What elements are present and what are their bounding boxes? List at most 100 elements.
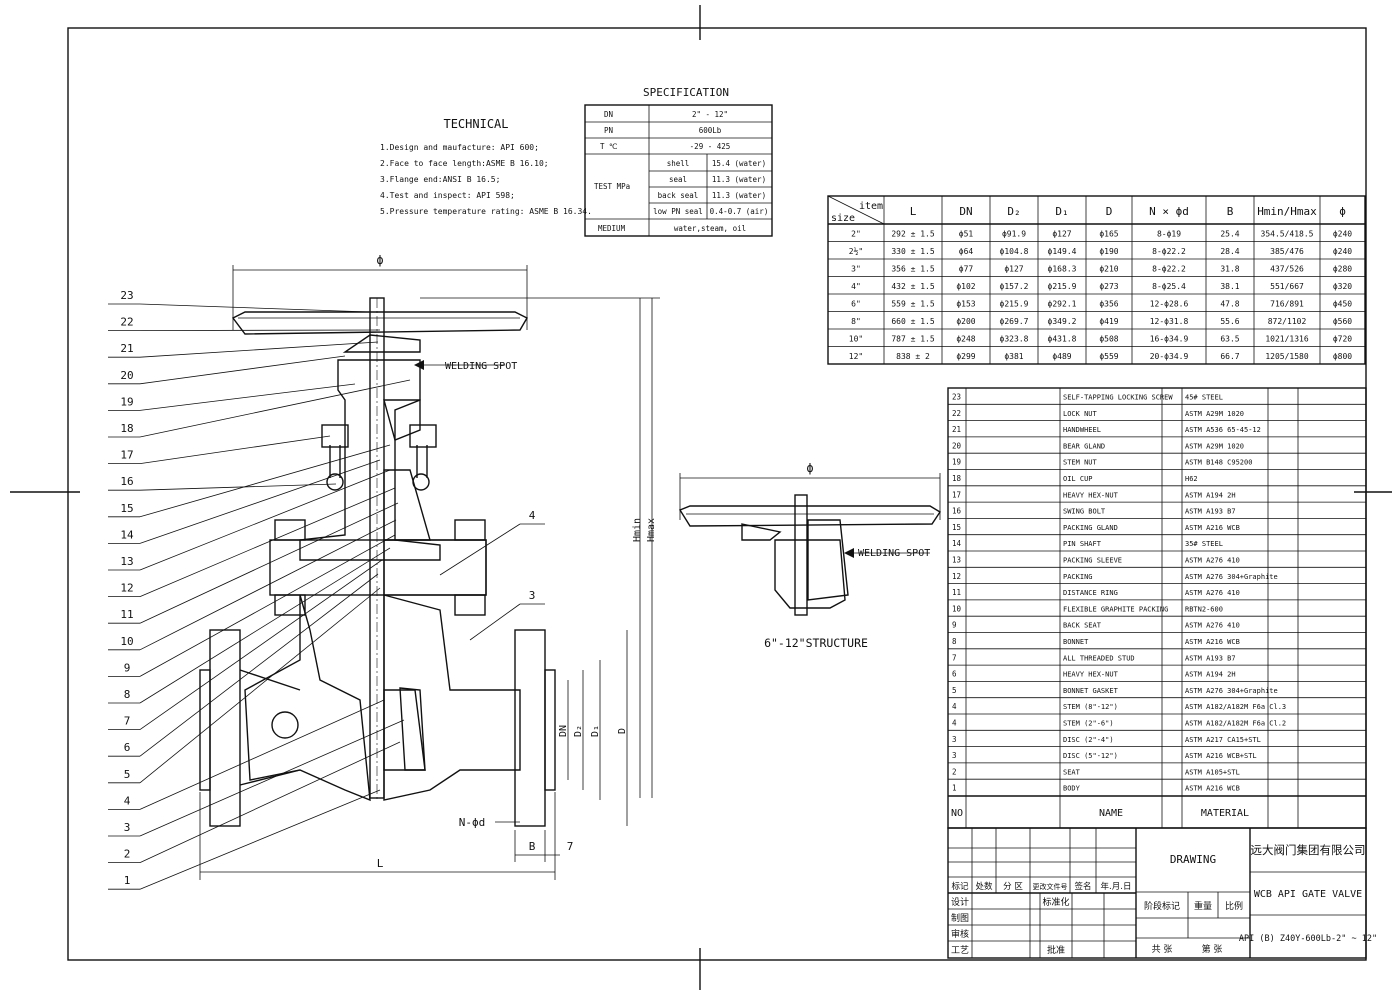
size-table-cell: 2" — [851, 230, 861, 239]
part-name: HEAVY HEX-NUT — [1063, 671, 1119, 679]
title-block: 标记 处数 分 区 更改文件号 签名 年.月.日 设计 制图 审核 工艺 标准化… — [947, 827, 1377, 959]
size-table-header: ϕ — [1339, 205, 1346, 218]
size-table-cell: 8-ϕ19 — [1157, 230, 1181, 239]
size-table-cell: ϕ560 — [1333, 317, 1352, 326]
part-name: BEAR GLAND — [1063, 442, 1105, 450]
leader-label: 16 — [120, 475, 133, 488]
leader-label: 20 — [120, 369, 133, 382]
part-number: 16 — [952, 507, 962, 516]
size-table-cell: 8-ϕ25.4 — [1152, 282, 1186, 291]
rev-header: 年.月.日 — [1101, 881, 1132, 892]
size-table-cell: ϕ240 — [1333, 230, 1352, 239]
part-material: ASTM A217 CA15+STL — [1185, 736, 1261, 744]
size-table-cell: ϕ800 — [1333, 352, 1352, 361]
part-name: ALL THREADED STUD — [1063, 654, 1135, 662]
spec-dn-value: 2" - 12" — [692, 110, 728, 119]
part-name: PACKING SLEEVE — [1063, 557, 1122, 565]
part-material: ASTM A536 65-45-12 — [1185, 426, 1261, 434]
size-table-cell: ϕ559 — [1099, 352, 1118, 361]
part-name: OIL CUP — [1063, 475, 1093, 483]
size-table-cell: ϕ165 — [1099, 230, 1118, 239]
part-name: STEM (8"-12") — [1063, 703, 1118, 711]
part-number: 22 — [952, 409, 961, 418]
structure-caption: 6"-12"STRUCTURE — [764, 636, 868, 650]
part-number: 4 — [952, 719, 957, 728]
rev-header: 分 区 — [1003, 882, 1023, 892]
size-table-cell: 8-ϕ22.2 — [1152, 265, 1186, 274]
part-name: BACK SEAT — [1063, 622, 1102, 630]
part-number: 3 — [952, 751, 957, 760]
size-table-cell: ϕ104.8 — [1000, 247, 1029, 256]
size-table-cell: ϕ419 — [1099, 317, 1118, 326]
leader-label: 9 — [124, 661, 131, 674]
sheets-total: 共 张 — [1152, 944, 1173, 955]
size-table-cell: 2½" — [849, 246, 863, 256]
spec-test-key: shell — [667, 159, 690, 168]
size-table-cell: 292 ± 1.5 — [891, 230, 935, 239]
technical-line: 4.Test and inspect: API 598; — [380, 191, 515, 200]
size-table-cell: ϕ431.8 — [1048, 335, 1077, 344]
technical-line: 3.Flange end:ANSI B 16.5; — [380, 175, 500, 184]
size-table-cell: ϕ153 — [956, 300, 975, 309]
spec-dn-label: DN — [604, 110, 613, 119]
welding-spot-label: WELDING SPOT — [445, 361, 517, 372]
size-table-cell: ϕ381 — [1004, 352, 1023, 361]
size-table-cell: 872/1102 — [1268, 317, 1307, 326]
leader-label: 14 — [120, 528, 134, 541]
structure-detail-view: ϕ WELDING SPOT 6"-12"STRUCTURE — [678, 461, 941, 650]
model-number: API (B) Z40Y-600Lb-2" ~ 12" — [1239, 934, 1377, 944]
leader-label: 19 — [120, 395, 133, 408]
size-table-header: D₂ — [1007, 205, 1020, 218]
size-table-cell: 1205/1580 — [1265, 352, 1309, 361]
size-table-cell: ϕ299 — [956, 352, 975, 361]
size-table-cell: ϕ508 — [1099, 335, 1118, 344]
part-name: SWING BOLT — [1063, 508, 1106, 516]
size-table-cell: 63.5 — [1220, 335, 1239, 344]
part-number: 9 — [952, 621, 957, 630]
product-name: WCB API GATE VALVE — [1254, 889, 1362, 900]
size-table-cell: 6" — [851, 300, 861, 309]
size-table-corner-item: item — [859, 201, 883, 212]
weight-label: 重量 — [1194, 900, 1212, 912]
size-table-cell: 432 ± 1.5 — [891, 282, 935, 291]
technical-line: 2.Face to face length:ASME B 16.10; — [380, 159, 549, 168]
leader-label: 17 — [120, 449, 133, 462]
part-number: 12 — [952, 572, 961, 581]
b-dimension-label: B — [529, 840, 536, 853]
part-number: 14 — [952, 539, 962, 548]
size-table-cell: ϕ489 — [1052, 352, 1071, 361]
part-number: 17 — [952, 490, 961, 499]
part-material: ASTM A182/A182M F6a Cl.3 — [1185, 703, 1286, 711]
spec-test-value: 0.4-0.7 (air) — [710, 207, 769, 216]
n-phi-d-label: N-ϕd — [459, 816, 486, 829]
size-table-cell: ϕ190 — [1099, 247, 1118, 256]
size-table-cell: ϕ273 — [1099, 282, 1118, 291]
part-material: ASTM B148 C95200 — [1185, 459, 1252, 467]
parts-no-header: NO — [951, 808, 963, 819]
leader-label: 23 — [120, 289, 133, 302]
part-material: ASTM A276 304+Graphite — [1185, 687, 1278, 695]
size-table-cell: ϕ127 — [1052, 230, 1071, 239]
sheet-number: 第 张 — [1202, 943, 1223, 955]
part-name: DISC (5"-12") — [1063, 752, 1118, 760]
part-number: 18 — [952, 474, 962, 483]
gate-valve-section-view: ϕ — [199, 253, 660, 880]
part-material: ASTM A216 WCB — [1185, 524, 1240, 532]
part-name: HEAVY HEX-NUT — [1063, 491, 1119, 499]
spec-test-label: TEST MPa — [594, 182, 630, 191]
size-table-cell: 20-ϕ34.9 — [1150, 352, 1189, 361]
spec-test-value: 11.3 (water) — [712, 191, 766, 200]
size-table-cell: 25.4 — [1220, 230, 1239, 239]
size-table-cell: 66.7 — [1220, 352, 1239, 361]
technical-line: 5.Pressure temperature rating: ASME B 16… — [380, 207, 592, 216]
size-table-header: DN — [959, 205, 972, 218]
part-material: ASTM A29M 1020 — [1185, 410, 1244, 418]
part-material: ASTM A216 WCB — [1185, 785, 1240, 793]
size-table-cell: 12-ϕ31.8 — [1150, 317, 1189, 326]
size-table-header: L — [910, 205, 917, 218]
rev-header: 处数 — [975, 881, 993, 892]
part-material: 45# STEEL — [1185, 394, 1223, 402]
size-table-cell: 356 ± 1.5 — [891, 265, 935, 274]
parts-material-header: MATERIAL — [1201, 808, 1249, 819]
